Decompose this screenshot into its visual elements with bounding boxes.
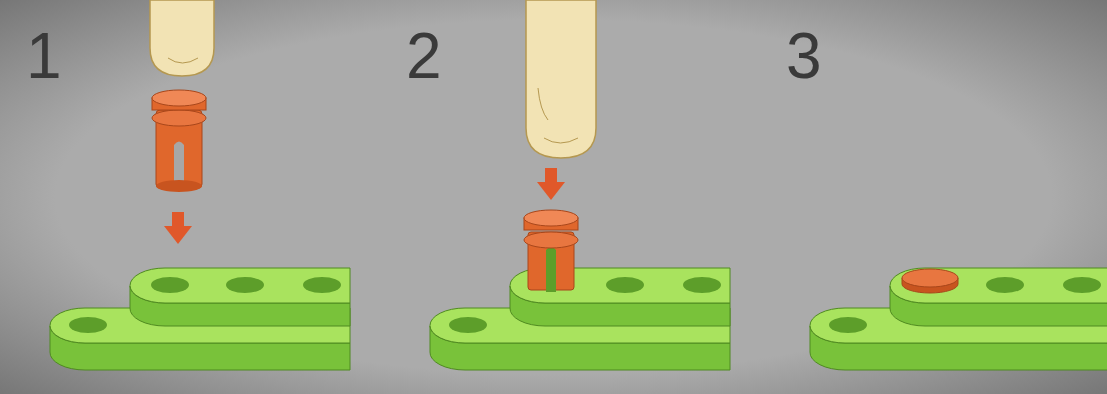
panel-one bbox=[50, 0, 350, 370]
panel-three bbox=[810, 268, 1107, 370]
step-number: 2 bbox=[406, 24, 442, 88]
step-number: 3 bbox=[786, 24, 822, 88]
panel-two bbox=[430, 0, 730, 370]
step-number: 1 bbox=[26, 24, 62, 88]
